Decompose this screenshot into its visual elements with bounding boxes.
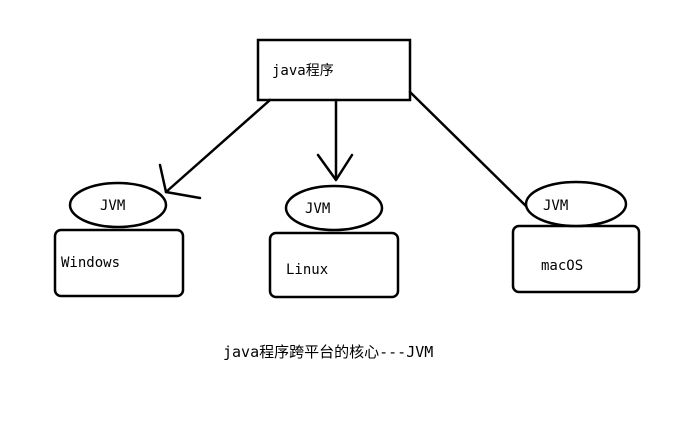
windows-node: JVM Windows: [53, 181, 185, 298]
diagram-caption: java程序跨平台的核心---JVM: [223, 343, 433, 361]
arrowhead-windows: [158, 163, 202, 200]
java-program-box: [256, 38, 412, 102]
windows-label: Windows: [61, 255, 120, 271]
macos-jvm-label: JVM: [543, 198, 568, 214]
arrowhead-linux: [316, 153, 354, 182]
java-program-node: java程序: [256, 38, 412, 102]
macos-label: macOS: [541, 258, 583, 274]
line-to-macos-jvm: [408, 90, 530, 210]
linux-box: [268, 231, 400, 299]
java-program-label: java程序: [272, 63, 334, 79]
windows-jvm-ellipse: [68, 181, 168, 229]
linux-jvm-ellipse: [284, 184, 384, 232]
windows-box: [53, 228, 185, 298]
macos-jvm-ellipse: [524, 180, 628, 228]
linux-node: JVM Linux: [268, 184, 400, 299]
macos-node: JVM macOS: [511, 180, 641, 294]
windows-jvm-label: JVM: [100, 198, 125, 214]
linux-jvm-label: JVM: [305, 201, 330, 217]
linux-label: Linux: [286, 262, 328, 278]
arrow-to-windows-jvm: [164, 98, 272, 194]
